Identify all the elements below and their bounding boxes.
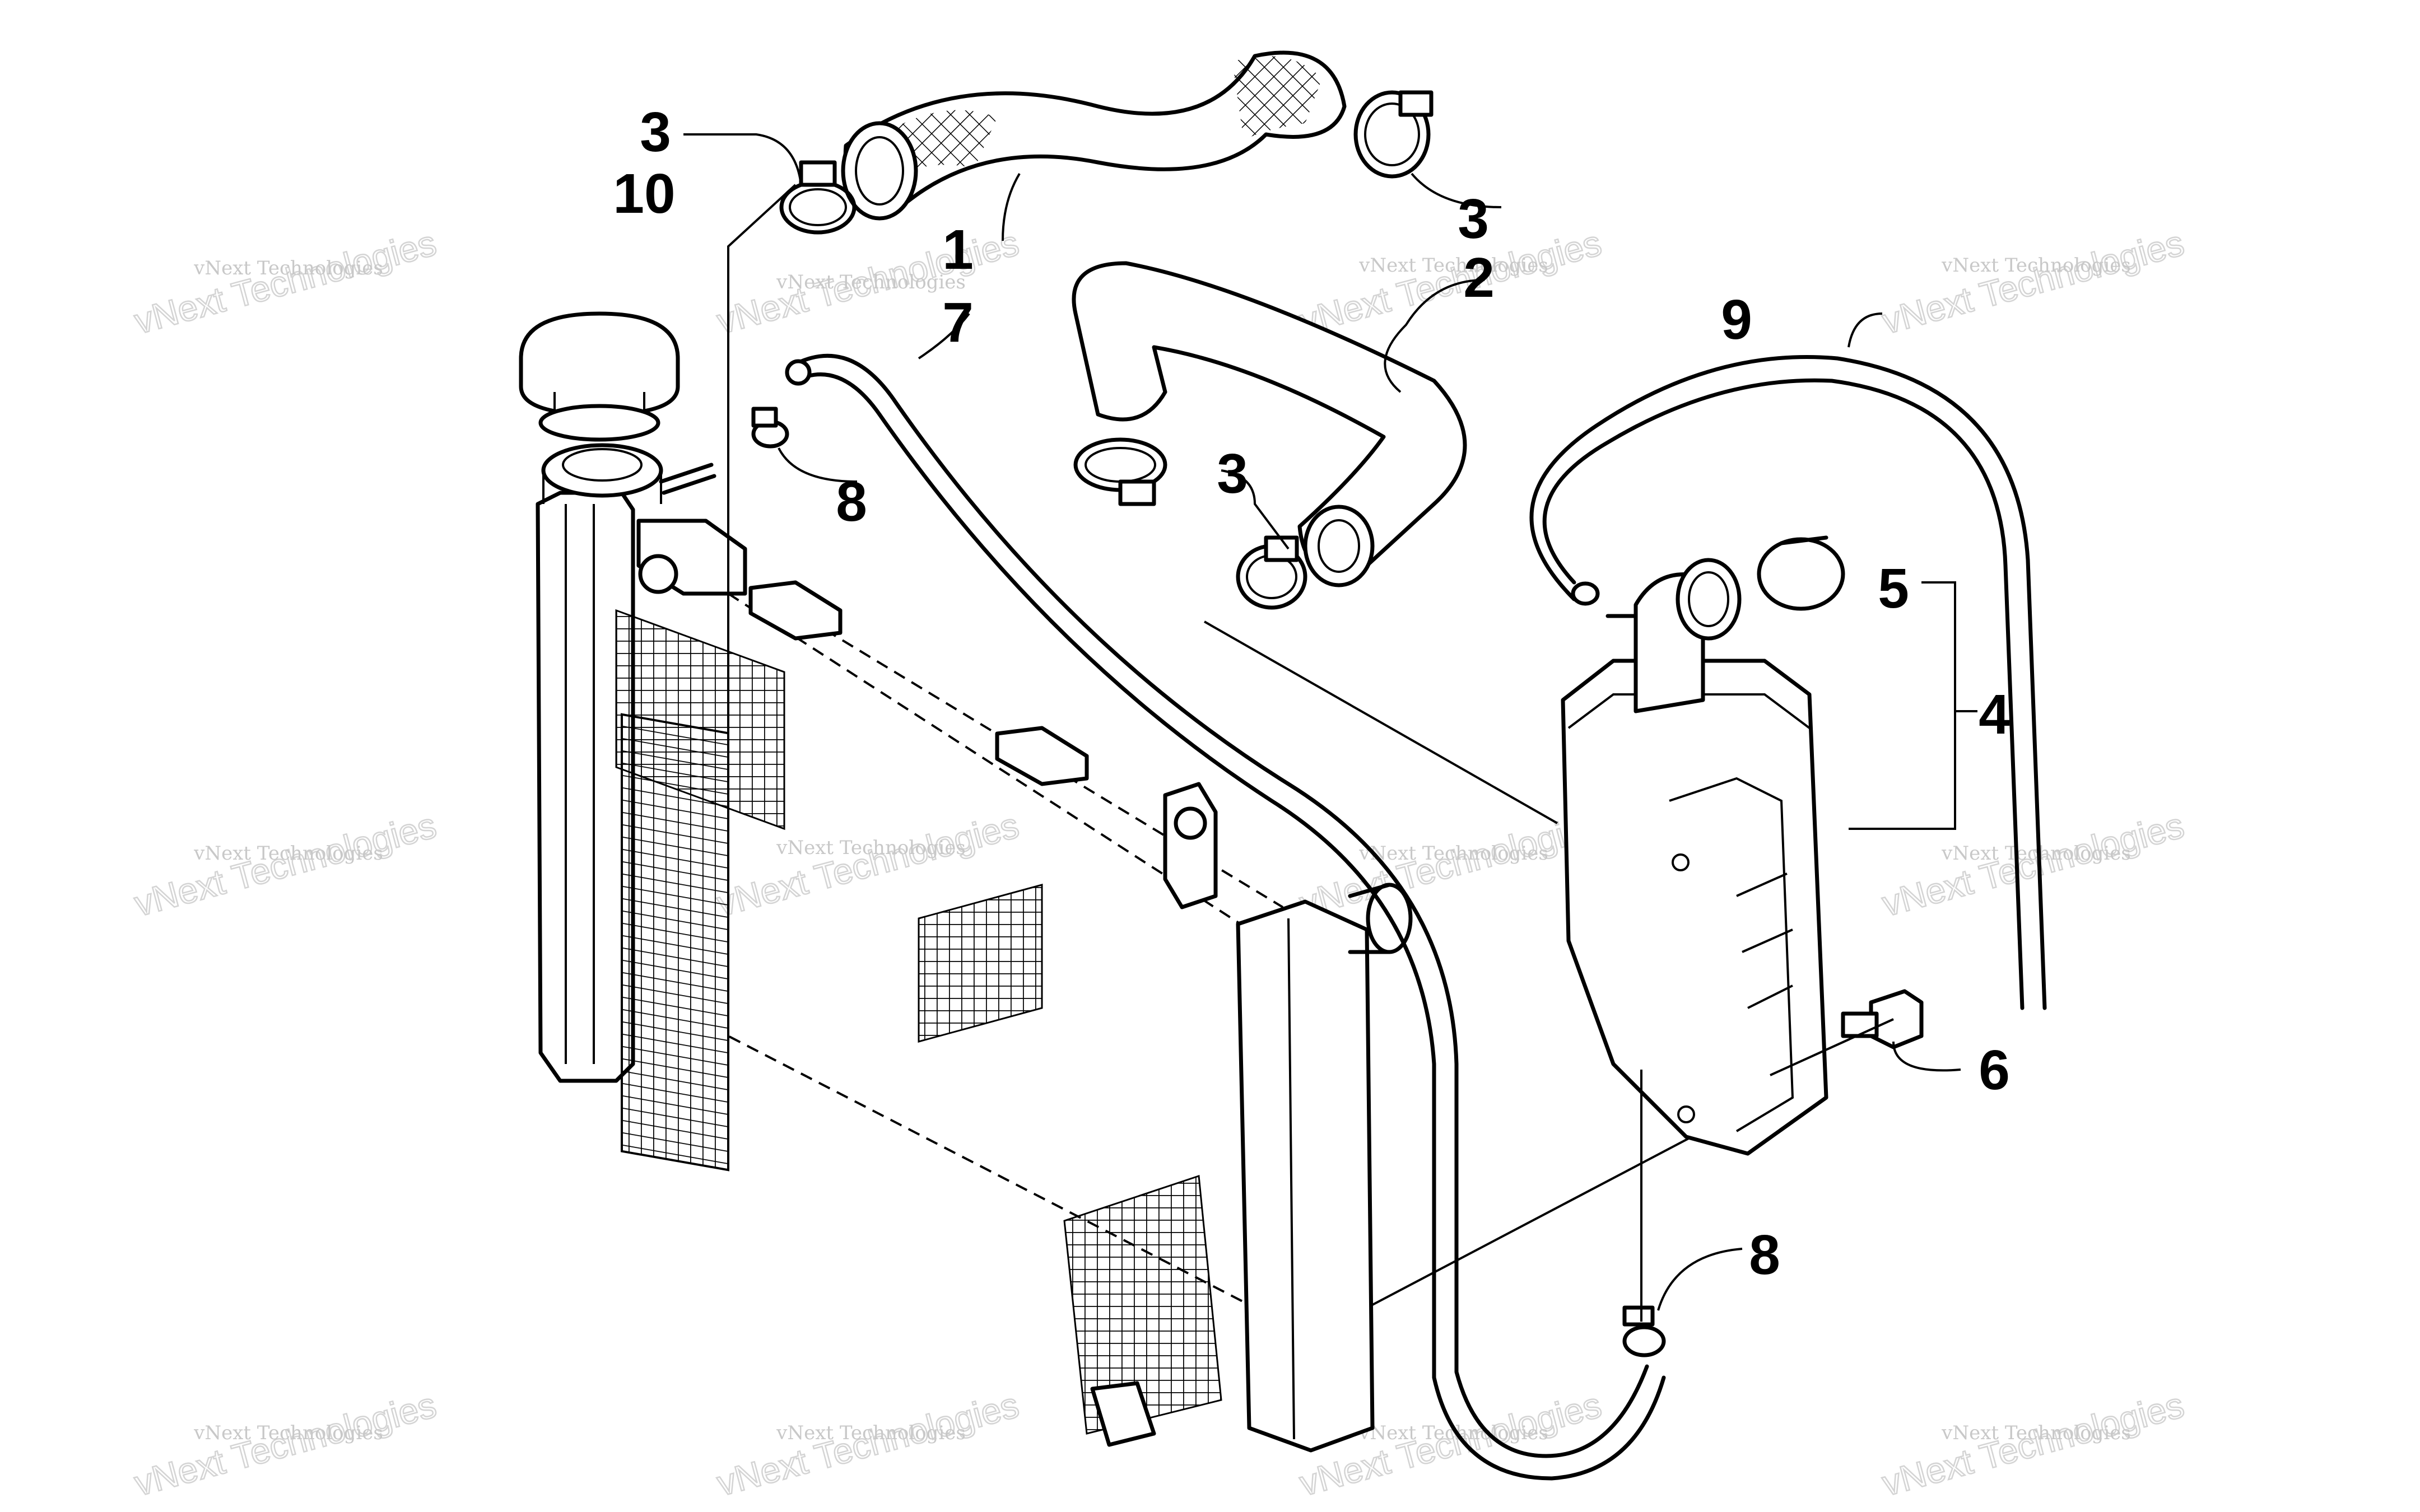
- callout-3: 3: [1458, 188, 1489, 250]
- callout-8: 8: [1749, 1224, 1780, 1286]
- svg-text:vNext Technologies: vNext Technologies: [776, 837, 966, 859]
- callout-3: 3: [640, 101, 671, 164]
- callout-7: 7: [942, 291, 974, 354]
- svg-text:vNext Technologies: vNext Technologies: [1941, 842, 2131, 865]
- callout-6: 6: [1979, 1039, 2010, 1102]
- lower-hose: [1072, 261, 1467, 587]
- bolt: [1841, 989, 1924, 1049]
- svg-text:vNext Technologies: vNext Technologies: [1941, 254, 2131, 277]
- coolant-reservoir: [1561, 558, 1828, 1156]
- svg-text:vNext Technologies: vNext Technologies: [193, 842, 383, 865]
- hose-clamp: [1236, 535, 1307, 610]
- svg-text:vNext Technologies: vNext Technologies: [193, 257, 383, 279]
- svg-text:vNext Technologies: vNext Technologies: [1296, 222, 1606, 342]
- svg-text:vNext Technologies: vNext Technologies: [776, 271, 966, 293]
- callout-4: 4: [1979, 683, 2010, 746]
- leader-lines: [683, 133, 1977, 1322]
- small-hose-clamp: [751, 407, 789, 449]
- callout-10: 10: [613, 162, 675, 225]
- hose-clamp: [1073, 437, 1167, 506]
- svg-text:vNext Technologies: vNext Technologies: [1358, 842, 1548, 865]
- callout-labels: 3 10 1 3 2 7 8 3 9 5 4 6 8: [613, 101, 2010, 1286]
- hose-clamp: [779, 160, 857, 235]
- svg-text:vNext Technologies: vNext Technologies: [131, 222, 441, 342]
- overflow-hose: [785, 353, 1666, 1481]
- callout-3: 3: [1217, 442, 1248, 505]
- callout-1: 1: [942, 218, 974, 281]
- callout-2: 2: [1463, 246, 1495, 309]
- small-hose-clamp: [1622, 1305, 1666, 1357]
- svg-text:vNext Technologies: vNext Technologies: [193, 1422, 383, 1444]
- svg-text:vNext Technologies: vNext Technologies: [1358, 254, 1548, 277]
- radiator-cap: [519, 311, 680, 442]
- breather-hose: [1529, 355, 2047, 1010]
- reservoir-cap: [1757, 535, 1845, 611]
- svg-text:vNext Technologies: vNext Technologies: [1941, 1422, 2131, 1444]
- hose-clamp: [1353, 90, 1434, 179]
- callout-5: 5: [1878, 557, 1909, 620]
- svg-text:vNext Technologies: vNext Technologies: [776, 1422, 966, 1444]
- svg-text:vNext Technologies: vNext Technologies: [1878, 222, 2189, 342]
- callout-9: 9: [1721, 288, 1752, 351]
- callout-8: 8: [836, 470, 867, 533]
- upper-hose: [841, 50, 1347, 221]
